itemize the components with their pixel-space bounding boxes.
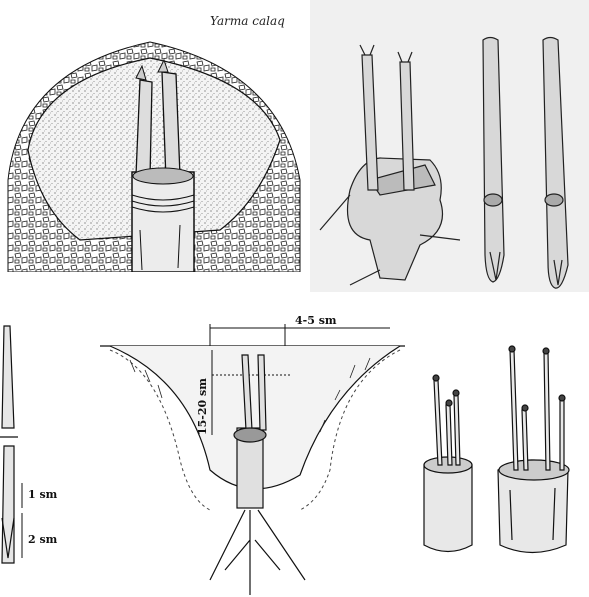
dimension-1sm: 1 sm [28,488,58,501]
panel-soil-mound-graft [0,0,305,272]
scion-lower [2,446,14,563]
scion-upper [2,326,14,428]
panel-scion-measurements: 1 sm 2 sm [0,318,80,597]
graft-photo-illustration [310,0,589,292]
panel-graft-photo: Yarma calaq [310,0,589,292]
panel-grafted-stumps [410,340,589,560]
stumps-illustration [410,340,589,560]
dimension-width: 4-5 sm [295,314,337,327]
dimension-depth: 15-20 sm [196,378,209,435]
scion-measure-illustration: 1 sm 2 sm [0,318,80,597]
scion-pit-2 [258,355,266,430]
pit-illustration: 4-5 sm 15-20 sm [100,300,410,597]
panel-planting-pit: 4-5 sm 15-20 sm [100,300,410,597]
yarma-calaq-text: Yarma calaq [210,14,285,28]
mound-illustration [0,0,305,272]
dimension-2sm: 2 sm [28,533,58,546]
yarma-calaq-title: Yarma calaq [210,14,285,28]
